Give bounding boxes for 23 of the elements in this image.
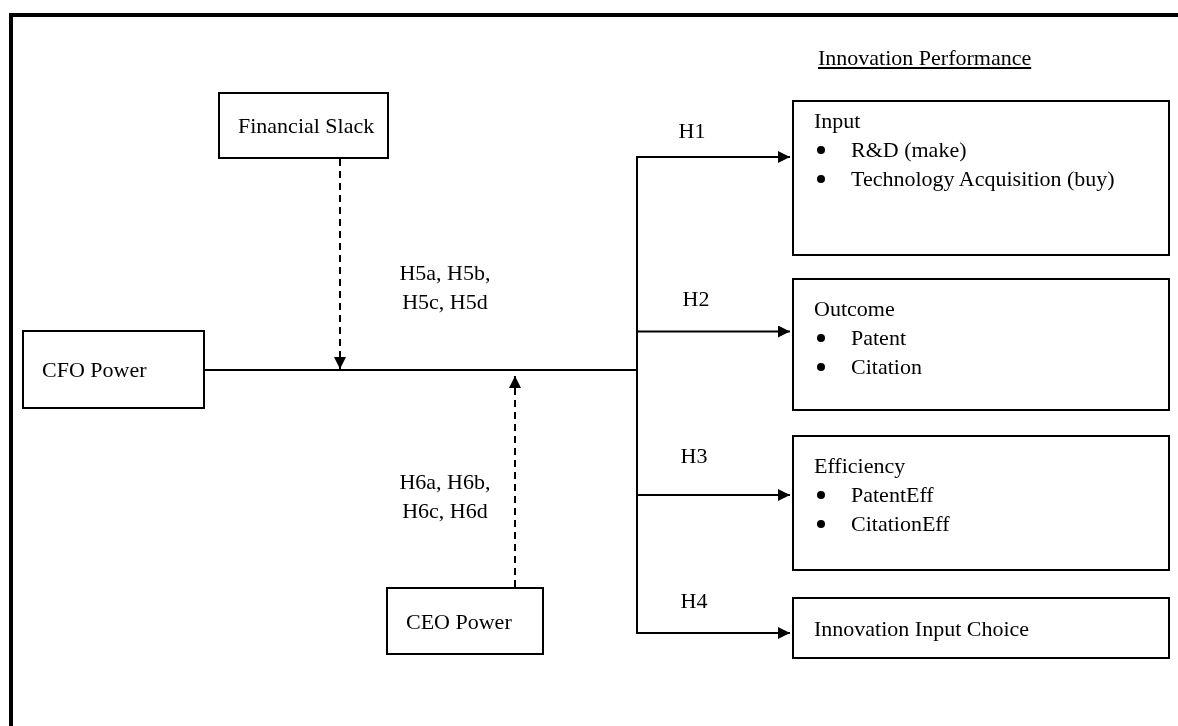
box	[792, 278, 1170, 411]
list-item: CitationEff	[851, 510, 950, 538]
dashed-arrow	[334, 158, 346, 370]
box	[792, 597, 1170, 659]
box-label: CFO Power	[42, 356, 147, 384]
section-heading: Innovation Performance	[818, 44, 1032, 72]
box-label: CEO Power	[406, 607, 512, 636]
box-heading: Input	[814, 107, 861, 135]
box	[22, 330, 205, 409]
box	[386, 587, 544, 655]
list-item: Patent	[851, 324, 906, 352]
box-heading: Outcome	[814, 295, 895, 323]
list-item: PatentEff	[851, 481, 934, 509]
box-label: Financial Slack	[238, 112, 375, 140]
list-item: Technology Acquisition (buy)	[851, 165, 1115, 193]
box-heading: Efficiency	[814, 452, 906, 480]
dashed-arrow	[509, 375, 521, 588]
list-item: R&D (make)	[851, 136, 967, 164]
box-label: Innovation Input Choice	[814, 614, 1030, 643]
box	[792, 435, 1170, 571]
box	[218, 92, 389, 159]
box	[792, 100, 1170, 256]
list-item: Citation	[851, 353, 922, 381]
